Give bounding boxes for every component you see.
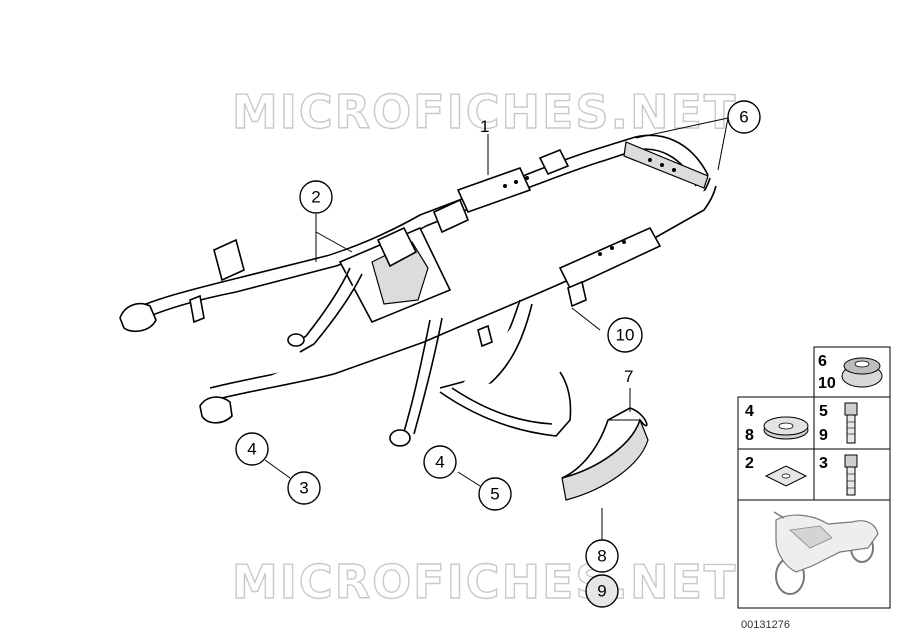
svg-text:4: 4 <box>435 453 444 472</box>
callout-5: 5 <box>478 477 512 511</box>
legend-5: 5 <box>819 403 828 420</box>
rubber-pad-drawing <box>561 407 649 501</box>
callout-7: 7 <box>624 367 633 386</box>
svg-text:5: 5 <box>490 485 499 504</box>
legend-10: 10 <box>818 375 836 392</box>
shim-plate-icon <box>764 465 808 487</box>
washer-icon <box>763 416 809 440</box>
svg-text:3: 3 <box>299 479 308 498</box>
legend-2: 2 <box>745 455 754 472</box>
svg-text:8: 8 <box>597 547 606 566</box>
watermark-top: MICROFICHES.NET <box>232 85 737 139</box>
motorcycle-icon <box>773 511 879 595</box>
leader-lines <box>264 117 729 540</box>
legend-3: 3 <box>819 455 828 472</box>
grommet-icon <box>841 357 883 388</box>
legend-panel: 6 10 4 8 5 9 2 3 <box>737 346 891 609</box>
socket-bolt-icon <box>844 402 858 444</box>
document-number: 00131276 <box>741 619 790 631</box>
legend-4: 4 <box>745 403 754 420</box>
svg-text:6: 6 <box>739 108 748 127</box>
callout-1: 1 <box>480 117 489 136</box>
callout-3: 3 <box>287 471 321 505</box>
legend-8: 8 <box>745 427 754 444</box>
callout-2: 2 <box>299 180 333 214</box>
svg-text:10: 10 <box>616 326 635 345</box>
callout-4b: 4 <box>423 445 457 479</box>
svg-text:4: 4 <box>247 440 256 459</box>
callout-8: 8 <box>585 539 619 573</box>
legend-9: 9 <box>819 427 828 444</box>
watermark-bottom: MICROFICHES.NET <box>232 555 737 609</box>
callout-6: 6 <box>727 100 761 134</box>
callout-9: 9 <box>585 574 619 608</box>
callout-4a: 4 <box>235 432 269 466</box>
hex-bolt-icon <box>844 454 858 496</box>
svg-text:9: 9 <box>597 582 606 601</box>
rear-frame-drawing <box>119 134 717 447</box>
callout-10: 10 <box>607 317 643 353</box>
legend-6: 6 <box>818 353 827 370</box>
svg-text:2: 2 <box>311 188 320 207</box>
